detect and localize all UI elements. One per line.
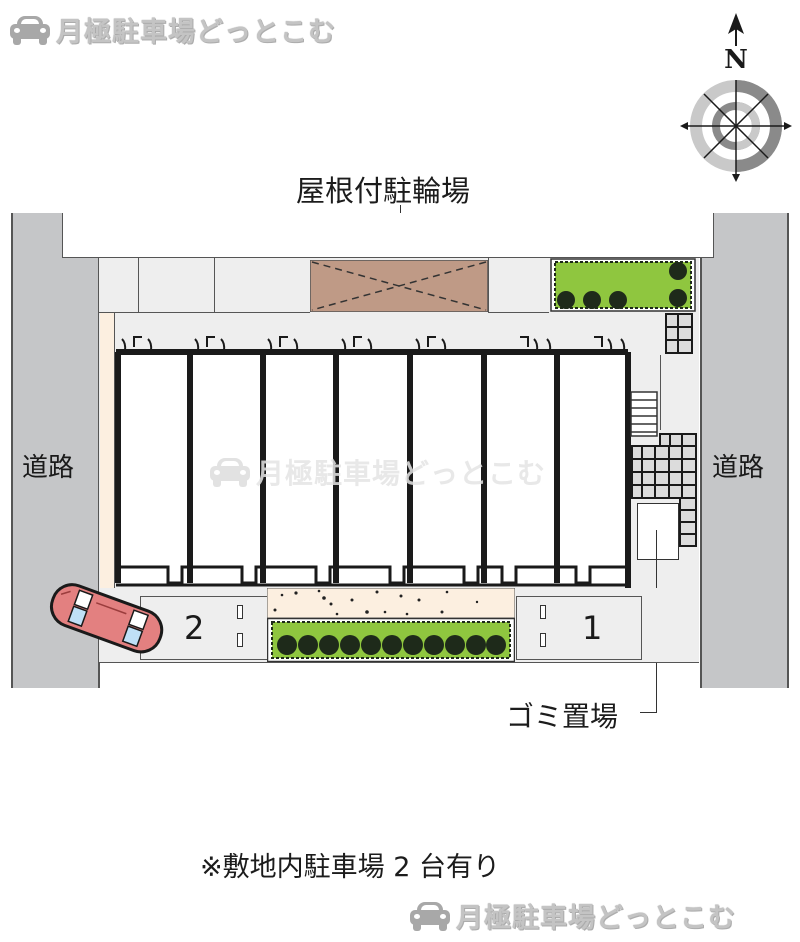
wheel-stop — [540, 605, 546, 619]
watermark-text: 月極駐車場どっとこむ — [456, 903, 736, 934]
car-icon — [10, 15, 50, 45]
car-icon — [410, 901, 450, 931]
compass-north-label: N — [724, 45, 748, 75]
watermark-text: 月極駐車場どっとこむ — [56, 17, 336, 48]
gravel-area — [267, 588, 515, 618]
wheel-stop — [540, 633, 546, 647]
garbage-leader-tick — [640, 712, 657, 713]
parking-space-1-number: 1 — [582, 609, 603, 647]
road-left-label: 道路 — [22, 453, 75, 483]
paving-cell — [138, 258, 215, 313]
apartment-building — [115, 336, 631, 590]
compass-rose-icon: N — [680, 13, 792, 182]
car-icon — [210, 457, 250, 487]
paving-cell — [214, 258, 310, 313]
parking-space-1 — [516, 596, 642, 660]
bicycle-parking-label: 屋根付駐輪場 — [296, 174, 471, 208]
bike-shelter — [310, 260, 488, 312]
neighbor-lot — [62, 213, 714, 258]
footnote-parking-count: ※敷地内駐車場 2 台有り — [200, 852, 500, 883]
wheel-stop — [237, 605, 243, 619]
garbage-area-label: ゴミ置場 — [506, 700, 619, 733]
tiled-walkway — [631, 313, 697, 547]
sand-strip-left — [100, 313, 115, 588]
paving-cell — [488, 258, 549, 313]
road-right-label: 道路 — [712, 453, 765, 483]
parking-space-2-number: 2 — [184, 609, 205, 647]
road-right — [700, 213, 789, 688]
garbage-area — [637, 503, 679, 560]
car-illustration — [49, 583, 164, 654]
watermark-logo-bottom: 月極駐車場どっとこむ — [410, 896, 736, 935]
hedge-planting — [267, 618, 515, 662]
watermark-logo-top: 月極駐車場どっとこむ — [10, 10, 336, 49]
paving-cell — [98, 258, 139, 313]
wheel-stop — [237, 633, 243, 647]
stair-landing — [660, 355, 699, 430]
watermark-text: 月極駐車場どっとこむ — [256, 457, 547, 490]
planting-bed-top — [550, 258, 696, 312]
staircase — [630, 391, 658, 437]
watermark-logo-center: 月極駐車場どっとこむ — [210, 452, 546, 492]
